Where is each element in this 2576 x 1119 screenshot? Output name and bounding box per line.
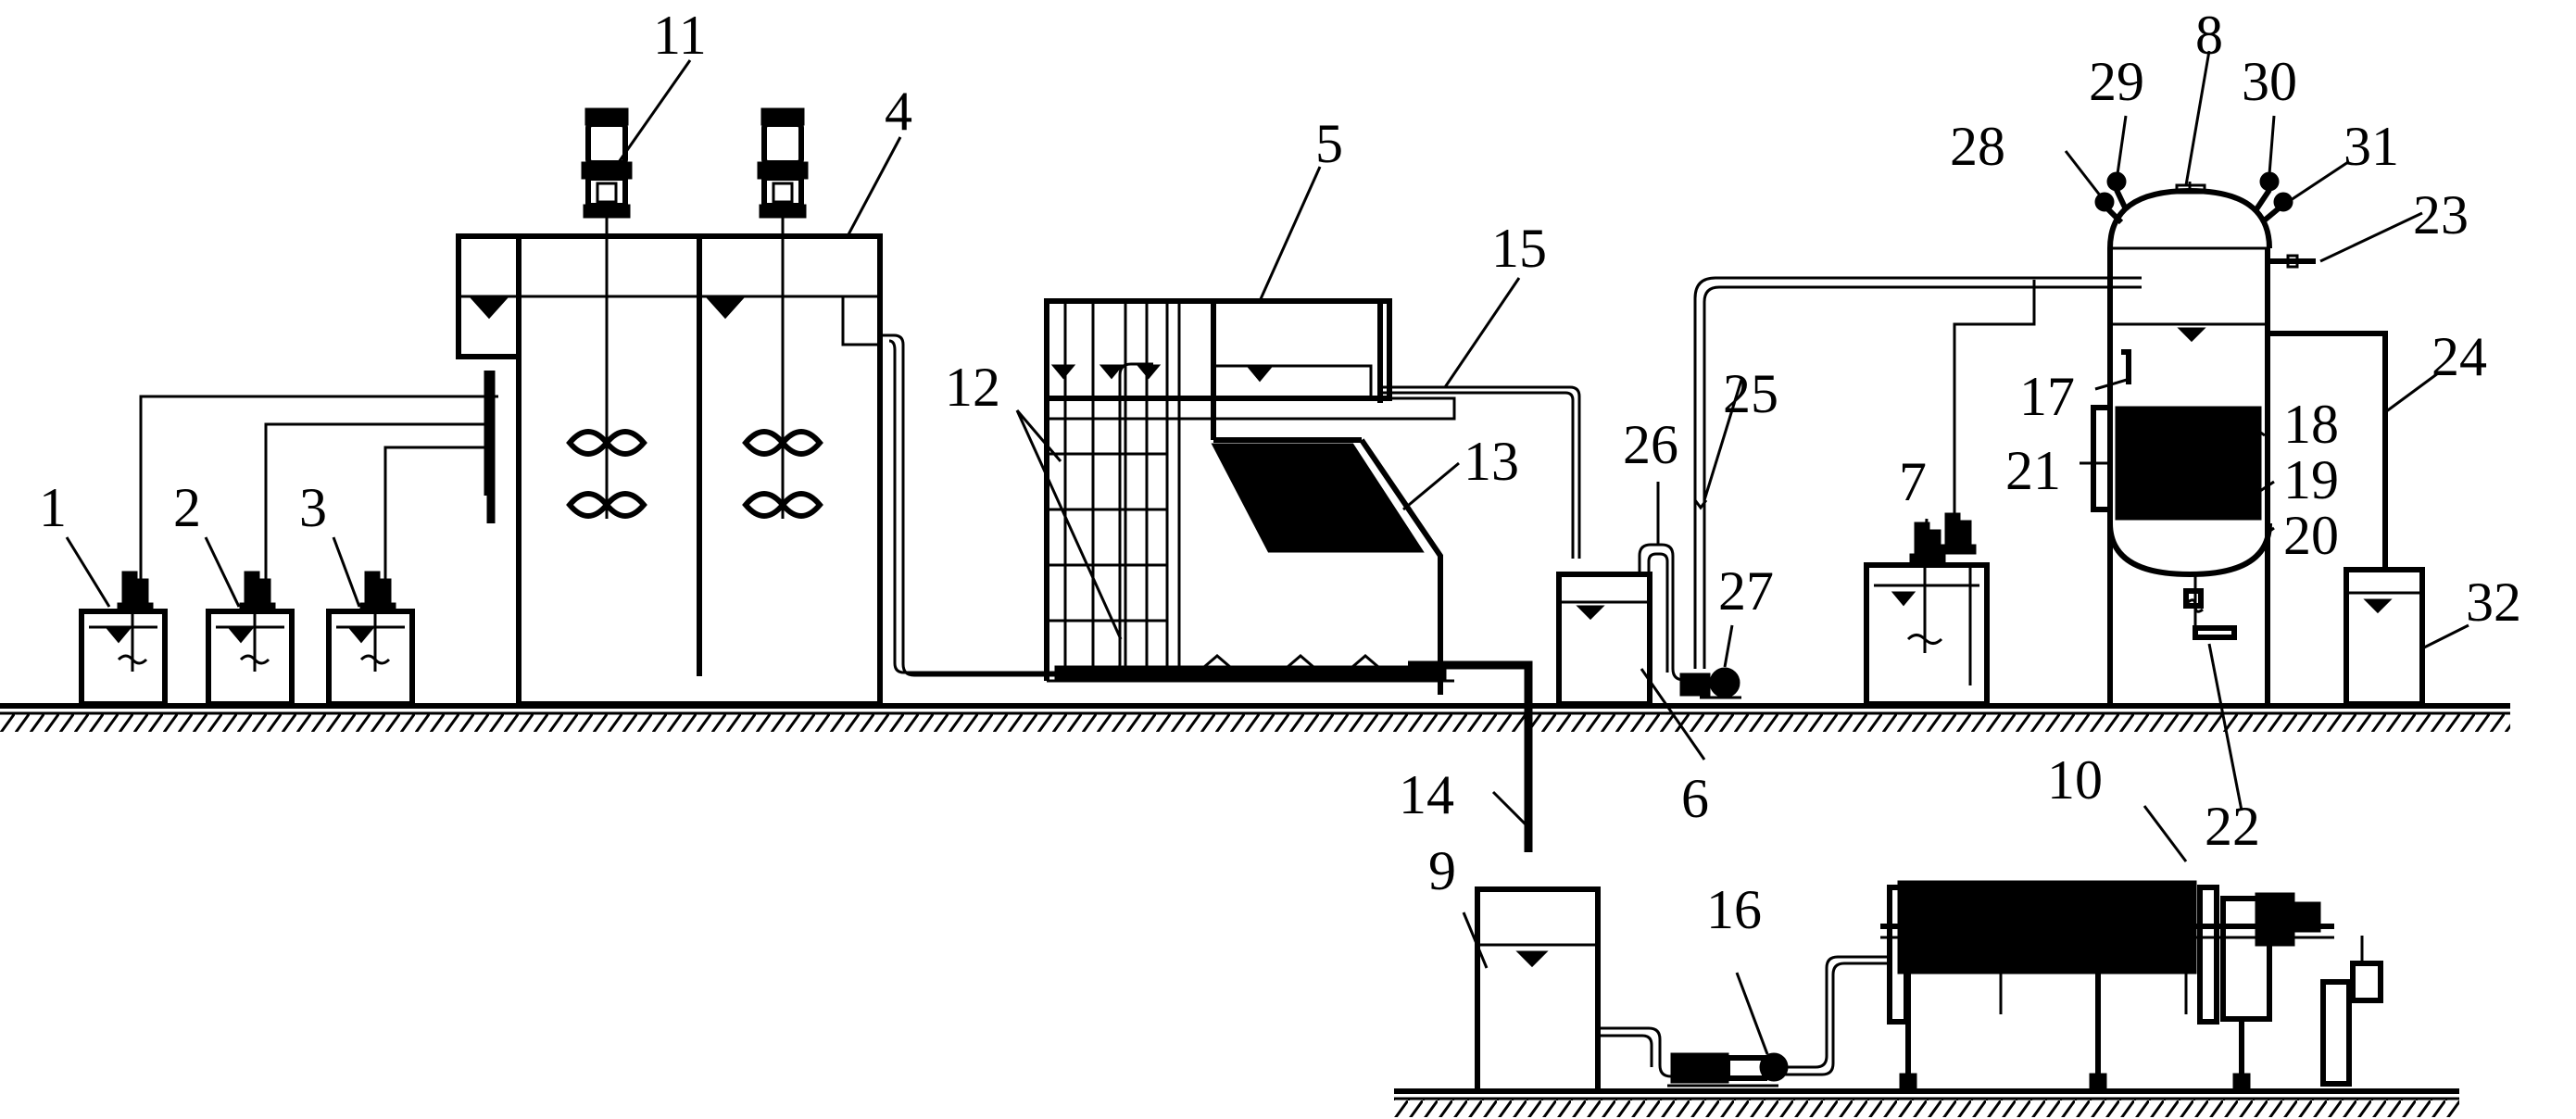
label-1: 1 (39, 477, 67, 538)
label-5: 5 (1315, 113, 1343, 174)
label-25: 25 (1723, 363, 1778, 424)
dosing-tank-3 (326, 571, 415, 707)
label-15: 15 (1491, 218, 1547, 279)
pump-16 (1667, 1052, 1789, 1088)
label-14: 14 (1399, 764, 1454, 825)
pipe-26 (1638, 543, 1712, 682)
label-2: 2 (173, 477, 201, 538)
ground-lower (1394, 1088, 2459, 1117)
label-30: 30 (2242, 51, 2297, 112)
pipe-25 (1693, 276, 2142, 669)
label-19: 19 (2283, 449, 2339, 510)
label-10: 10 (2047, 749, 2103, 811)
label-29: 29 (2089, 51, 2144, 112)
label-32: 32 (2466, 572, 2521, 633)
label-16: 16 (1706, 879, 1762, 940)
label-18: 18 (2283, 394, 2339, 455)
label-31: 31 (2344, 116, 2399, 177)
label-20: 20 (2283, 505, 2339, 566)
label-8: 8 (2195, 5, 2223, 66)
stirrer-11-right (742, 109, 823, 519)
label-21: 21 (2005, 440, 2061, 501)
tank-7 (1864, 280, 2036, 707)
sludge-pipe-14 (1408, 660, 1533, 852)
tank-6 (1556, 572, 1652, 707)
leader-lines (65, 50, 2469, 1055)
label-23: 23 (2413, 184, 2469, 245)
label-3: 3 (299, 477, 327, 538)
reaction-tank-4 (456, 233, 883, 707)
label-12: 12 (945, 357, 1000, 418)
tank-32 (2344, 567, 2425, 707)
settling-tank-5 (1044, 298, 1456, 695)
label-24: 24 (2431, 326, 2487, 387)
dosing-pipes (139, 371, 498, 611)
transfer-pipe-4-5 (880, 333, 1153, 677)
reactor-8 (2091, 182, 2316, 706)
pipe-9-16 (1598, 1026, 1672, 1078)
dosing-tank-1 (79, 571, 168, 707)
part-number-labels: 1 2 3 4 5 6 7 8 9 10 11 12 13 14 15 16 1… (39, 5, 2521, 940)
label-6: 6 (1681, 768, 1709, 829)
stirrer-11-left (566, 109, 647, 519)
sludge-tank-9 (1475, 886, 1601, 1094)
pipe-24 (2268, 331, 2388, 570)
pipe-16-10 (1783, 955, 1889, 1076)
dosing-tank-2 (206, 571, 295, 707)
label-9: 9 (1428, 840, 1456, 901)
label-22: 22 (2205, 796, 2260, 857)
ground-upper (0, 703, 2510, 732)
label-27: 27 (1718, 560, 1774, 622)
label-28: 28 (1950, 116, 2005, 177)
label-17: 17 (2019, 366, 2075, 427)
filter-press-10 (1880, 880, 2383, 1093)
overflow-pipe-15 (1380, 385, 1581, 559)
label-4: 4 (885, 81, 912, 142)
pump-27 (1679, 667, 1741, 699)
label-26: 26 (1623, 414, 1678, 475)
label-7: 7 (1899, 451, 1927, 512)
label-13: 13 (1464, 431, 1519, 492)
label-11: 11 (653, 5, 707, 66)
